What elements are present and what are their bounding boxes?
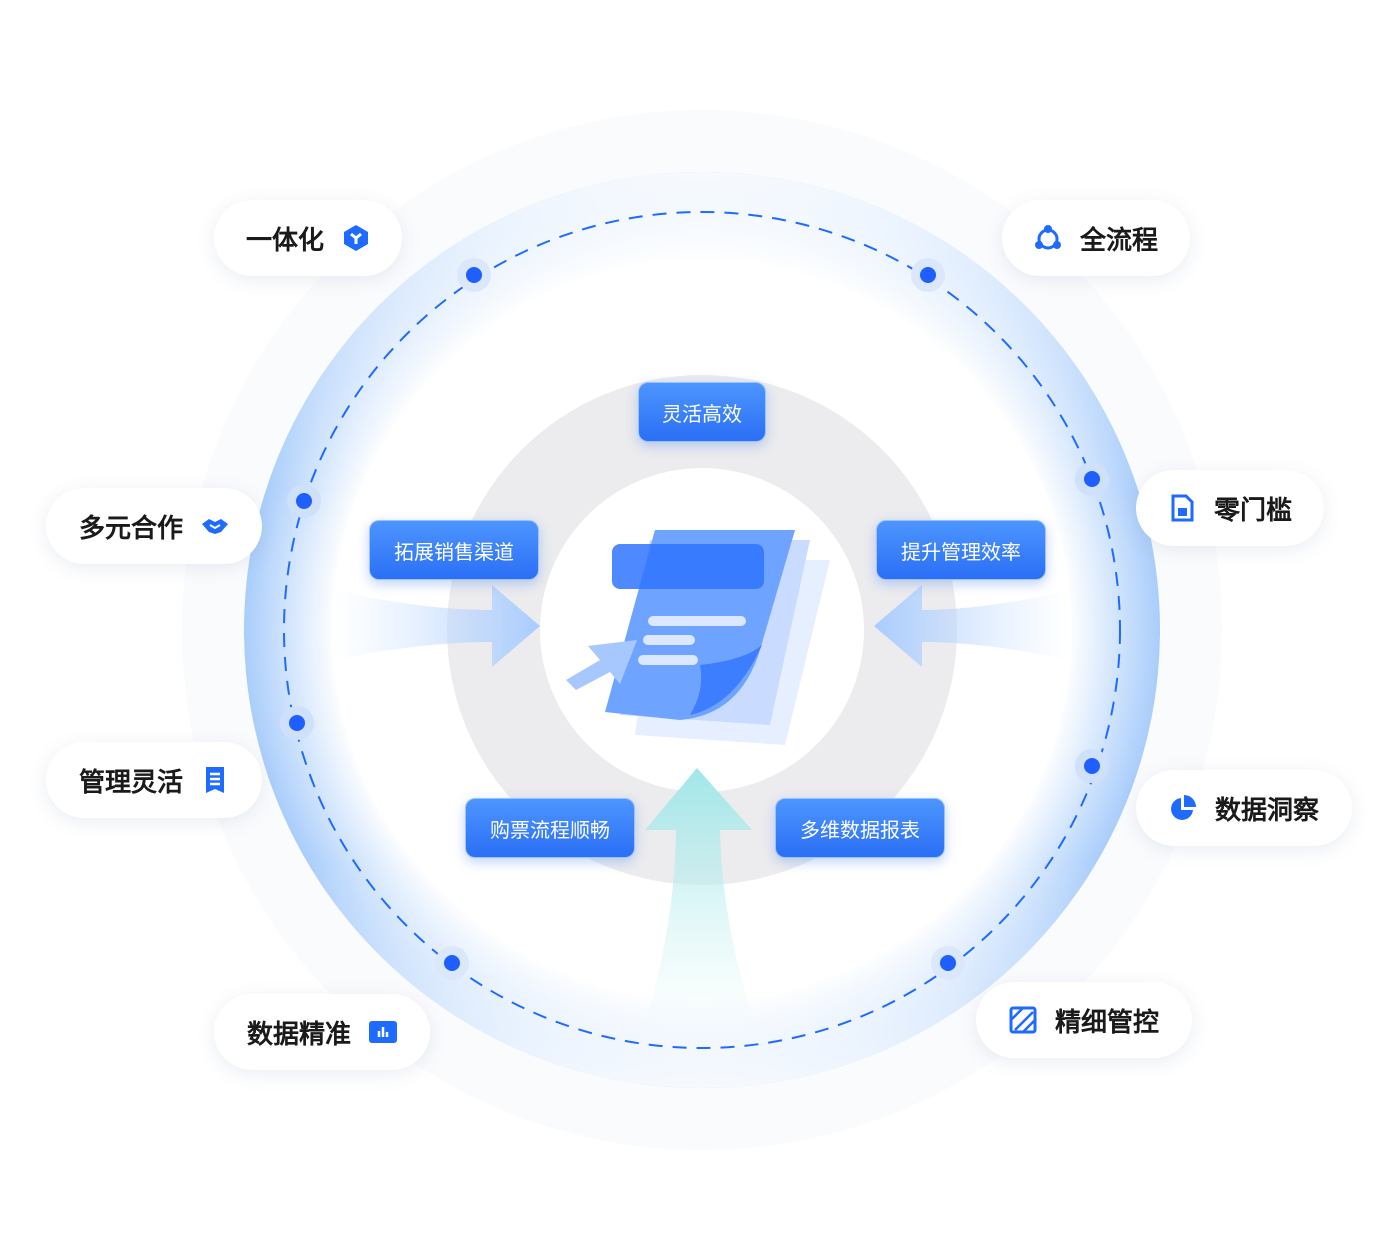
document-illustration-icon bbox=[566, 530, 830, 745]
feature-pill-integrated: 一体化 bbox=[214, 200, 402, 276]
dashed-orbit bbox=[283, 211, 1121, 1049]
orbit-dot bbox=[911, 258, 945, 292]
bottom-arrow bbox=[640, 768, 760, 1040]
orbit-dot bbox=[435, 946, 469, 980]
benefit-flexible-efficient: 灵活高效 bbox=[638, 382, 766, 442]
bar-chart-icon bbox=[369, 1021, 397, 1043]
receipt-icon bbox=[206, 767, 224, 793]
benefit-management-efficiency: 提升管理效率 bbox=[876, 520, 1046, 580]
feature-pill-full-process: 全流程 bbox=[1002, 200, 1190, 276]
benefit-smooth-ticketing: 购票流程顺畅 bbox=[465, 798, 635, 858]
benefit-expand-sales: 拓展销售渠道 bbox=[369, 520, 539, 580]
cycle-icon bbox=[1034, 225, 1061, 250]
feature-pill-flexible-management: 管理灵活 bbox=[46, 742, 262, 818]
benefit-multidim-reports: 多维数据报表 bbox=[775, 798, 945, 858]
orbit-dot bbox=[1075, 749, 1109, 783]
orbit-dot bbox=[931, 946, 965, 980]
orbit-dot bbox=[457, 258, 491, 292]
feature-pill-data-insight: 数据洞察 bbox=[1136, 770, 1352, 846]
document-icon bbox=[1171, 494, 1194, 522]
orbit-dot bbox=[280, 706, 314, 740]
right-arrow bbox=[874, 585, 1070, 667]
left-arrow bbox=[335, 585, 540, 667]
feature-pill-data-accuracy: 数据精准 bbox=[214, 994, 430, 1070]
orbit-dot bbox=[1075, 462, 1109, 496]
grid-edit-icon bbox=[1009, 1006, 1037, 1034]
pie-chart-icon bbox=[1171, 795, 1196, 820]
feature-pill-zero-threshold: 零门槛 bbox=[1136, 470, 1324, 546]
feature-pill-fine-control: 精细管控 bbox=[976, 982, 1192, 1058]
feature-pill-cooperation: 多元合作 bbox=[46, 488, 262, 564]
orbit-dot bbox=[287, 484, 321, 518]
handshake-icon bbox=[202, 519, 228, 534]
orbit-dots bbox=[280, 258, 1109, 980]
cube-icon bbox=[344, 225, 368, 251]
